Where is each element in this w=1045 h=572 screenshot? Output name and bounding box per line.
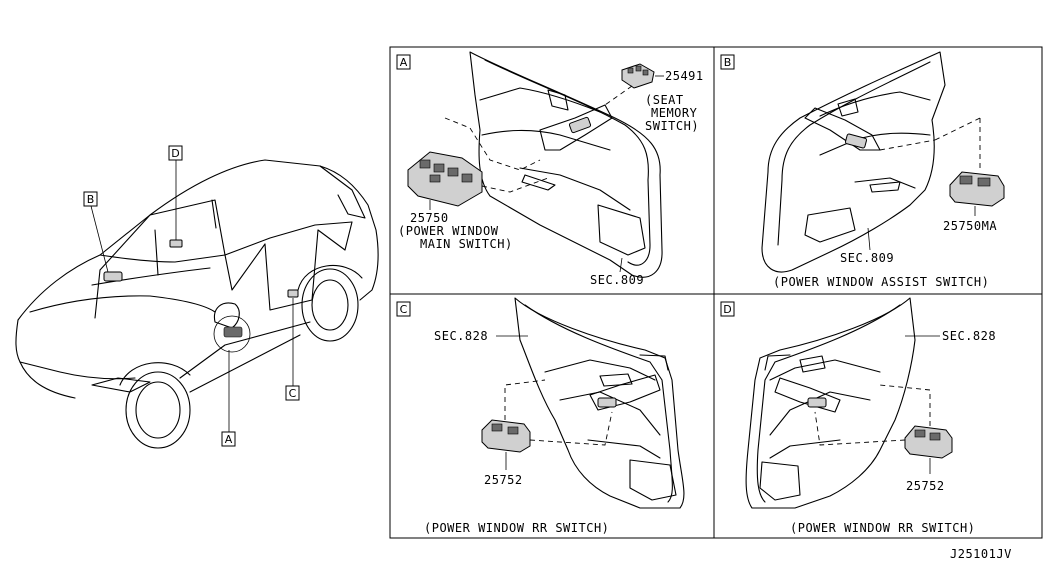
label-panels-c-caption: (POWER WINDOW RR SWITCH) bbox=[424, 521, 609, 535]
label-panels-a-main_desc-1: MAIN SWITCH) bbox=[420, 237, 513, 251]
label-panels-c-section: SEC.828 bbox=[434, 329, 488, 343]
label-panels-d-caption: (POWER WINDOW RR SWITCH) bbox=[790, 521, 975, 535]
label-panels-a-seat_memory_desc-1: MEMORY bbox=[651, 106, 698, 120]
panel-grid bbox=[389, 46, 1043, 539]
panel-d: D 25752 SEC.828 (POWER WINDOW RR SWITCH) bbox=[720, 297, 996, 535]
label-panels-b-section: SEC.809 bbox=[840, 251, 894, 265]
label-vehicle_callouts-c: C bbox=[289, 387, 297, 400]
label-vehicle_callouts-b: B bbox=[87, 193, 95, 206]
label-panels-a-part_main: 25750 bbox=[410, 211, 449, 225]
label-panels-a-part_seat_memory: 25491 bbox=[665, 69, 704, 83]
drawing-code: J25101JV bbox=[950, 547, 1012, 561]
label-panels-a-seat_memory_desc-2: SWITCH) bbox=[645, 119, 699, 133]
label-panels-d-tag: D bbox=[723, 303, 731, 316]
callout-c: C bbox=[285, 385, 300, 401]
label-panels-b-caption: (POWER WINDOW ASSIST SWITCH) bbox=[773, 275, 989, 289]
label-panels-a-section: SEC.809 bbox=[590, 273, 644, 287]
label-panels-a-seat_memory_desc-0: (SEAT bbox=[645, 93, 684, 107]
label-panels-b-part: 25750MA bbox=[943, 219, 997, 233]
label-panels-a-tag: A bbox=[400, 56, 408, 69]
label-vehicle_callouts-d: D bbox=[171, 147, 179, 160]
label-panels-b-tag: B bbox=[724, 56, 732, 69]
label-panels-c-tag: C bbox=[400, 303, 408, 316]
panel-a: A 25491 (SEAT MEMORY SWITCH) 257 bbox=[396, 51, 704, 287]
panel-b: B 25750MA SEC.809 (POWER WINDOW ASSIST S… bbox=[720, 51, 1005, 289]
vehicle-illustration bbox=[15, 159, 379, 449]
label-panels-d-part: 25752 bbox=[906, 479, 945, 493]
label-vehicle_callouts-a: A bbox=[225, 433, 233, 446]
panel-c: C 25752 SEC.828 (POWER WINDOW RR SWITCH) bbox=[396, 297, 685, 535]
label-panels-c-part: 25752 bbox=[484, 473, 523, 487]
label-panels-a-main_desc-0: (POWER WINDOW bbox=[398, 224, 499, 238]
callout-a: A bbox=[221, 431, 236, 447]
callout-d: D bbox=[168, 145, 183, 161]
callout-b: B bbox=[83, 191, 98, 207]
label-panels-d-section: SEC.828 bbox=[942, 329, 996, 343]
